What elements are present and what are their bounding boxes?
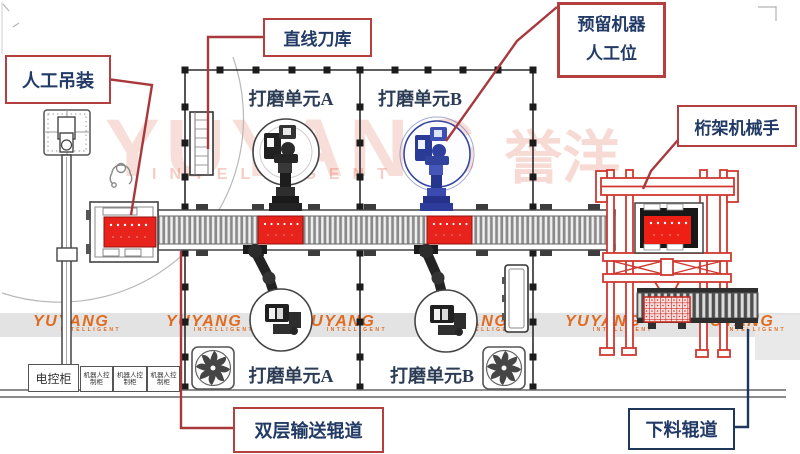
conveyor-pallet: [644, 216, 691, 244]
callout-linear-tool-magazine: 直线刀库: [263, 18, 372, 57]
callout-truss-manipulator: 桁架机械手: [677, 105, 797, 147]
label-grinding-unit-b-top: 打磨单元B: [377, 89, 462, 109]
label-grinding-unit-a-top: 打磨单元A: [248, 89, 334, 109]
robot-control-cabinet: 机器人控制柜: [147, 366, 180, 392]
callout-double-layer-conveyor: 双层输送辊道: [233, 407, 384, 453]
callout-manual-hoist: 人工吊装: [5, 55, 111, 104]
double-layer-conveyor: [86, 201, 616, 263]
conveyor-pallet: [426, 215, 473, 245]
leader-double-layer-conveyor: [179, 251, 233, 430]
callout-reserved-robot-station: 预留机器 人工位: [557, 2, 666, 78]
yuyang-watermark-subtitle: INTELLIGENT: [152, 166, 400, 183]
conveyor-feet: [196, 204, 600, 256]
truss-transfer-station: [634, 202, 704, 254]
conveyor-pallet: [103, 216, 157, 248]
robot-control-cabinet: 机器人控制柜: [80, 366, 113, 392]
fan-icon: [191, 346, 235, 390]
electric-control-cabinet: 电控柜: [28, 364, 79, 392]
label-grinding-unit-a-bottom: 打磨单元A: [248, 366, 334, 386]
fan-icon: [482, 346, 526, 390]
label-grinding-unit-b-bottom: 打磨单元B: [389, 366, 474, 386]
conveyor-pallet: [257, 215, 304, 245]
watermark-band-patch: [755, 315, 800, 360]
robot-control-cabinet: 机器人控制柜: [113, 366, 147, 392]
callout-unloading-roller: 下料辊道: [628, 408, 735, 450]
